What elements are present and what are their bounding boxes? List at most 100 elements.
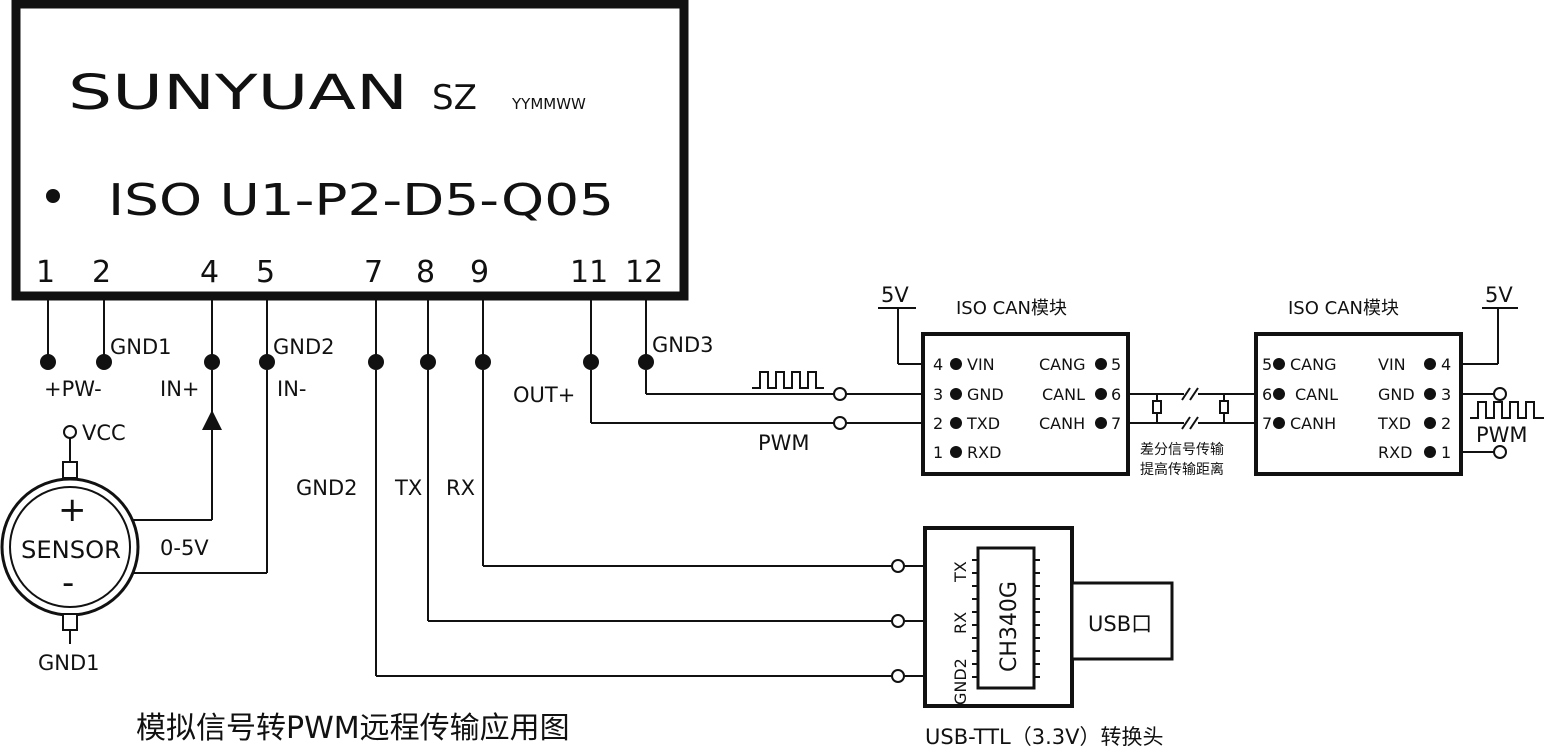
pin-number: 2 (92, 255, 111, 290)
usb-port (1070, 581, 1174, 661)
pin-number: 4 (200, 255, 219, 290)
pwm-right-label: PWM (1476, 423, 1528, 447)
pin-number: 2 (933, 414, 943, 433)
pin-name: TXD (1377, 414, 1411, 433)
pwm-left-label: PWM (758, 431, 810, 455)
power-label: +PW- (44, 377, 102, 401)
pin-number: 7 (1111, 414, 1121, 433)
module-body (11, 0, 689, 301)
pin-number: 11 (570, 255, 608, 290)
diff-note-line1: 差分信号传输 (1140, 442, 1224, 458)
pin-name: GND (967, 385, 1004, 404)
left-5v-label: 5V (881, 283, 909, 307)
gnd-terminal (833, 387, 847, 401)
pin-terminal-dots (40, 354, 654, 370)
pin-number: 4 (933, 355, 943, 374)
out-plus-label: OUT+ (513, 383, 575, 407)
sensor-plus-sign: + (58, 490, 87, 530)
right-5v-label: 5V (1485, 283, 1513, 307)
pin-number: 5 (1111, 355, 1121, 374)
pin-number: 12 (625, 255, 663, 290)
in-minus-label: IN- (277, 377, 306, 401)
pin-name: RXD (1378, 443, 1412, 462)
pin1-indicator-dot (46, 189, 60, 203)
module-brand: SUNYUAN (68, 65, 408, 121)
left-can-left-pins: 4 3 2 1 VIN GND TXD RXD (933, 355, 1004, 462)
adapter-gnd2-label: GND2 (951, 658, 970, 705)
rx-wire-label: RX (446, 476, 475, 500)
ch340g-chip: CH340G (972, 546, 1040, 690)
adapter-tx-terminal (891, 559, 905, 573)
pin-number: 2 (1441, 414, 1451, 433)
pin-number: 1 (36, 255, 55, 290)
pin-name: GND (1378, 385, 1415, 404)
pin-number: 3 (933, 385, 943, 404)
pin-name: CANH (1290, 414, 1336, 433)
cable-break-icon (1181, 387, 1199, 430)
left-can-title: ISO CAN模块 (956, 298, 1067, 319)
adapter-rx-terminal (891, 614, 905, 628)
pwm-waveform-icon (752, 371, 824, 389)
gnd1-label: GND1 (110, 335, 172, 359)
pin-number: 5 (256, 255, 275, 290)
gnd3-label: GND3 (652, 333, 714, 357)
pin-name: RXD (967, 443, 1001, 462)
pin-name: CANG (1039, 355, 1085, 374)
pin-number: 7 (1262, 414, 1272, 433)
module-model: ISO U1-P2-D5-Q05 (108, 175, 614, 226)
gnd2-label: GND2 (273, 335, 335, 359)
adapter-tx-label: TX (951, 561, 970, 583)
pin-number: 7 (364, 255, 383, 290)
diff-note-line2: 提高传输距离 (1140, 461, 1224, 478)
pin-number: 3 (1441, 385, 1451, 404)
pin-number: 1 (933, 443, 943, 462)
pin-name: CANL (1042, 385, 1085, 404)
in-plus-label: IN+ (160, 377, 200, 401)
pin-name: CANL (1295, 385, 1338, 404)
tx-wire-label: TX (394, 476, 422, 500)
termination-resistor-icon (1152, 394, 1162, 423)
pin-number: 6 (1262, 385, 1272, 404)
right-can-title: ISO CAN模块 (1288, 298, 1399, 319)
adapter-rx-label: RX (951, 612, 970, 634)
usb-port-label: USB口 (1088, 612, 1152, 636)
pwm-waveform-icon (1470, 401, 1544, 419)
pin-name: VIN (1378, 355, 1406, 374)
right-rxd-terminal (1493, 445, 1507, 459)
signal-arrow-icon (202, 410, 222, 430)
pin-name: CANG (1290, 355, 1336, 374)
vcc-terminal (63, 425, 77, 439)
chip-label: CH340G (997, 581, 1022, 672)
sensor-bottom-lead (62, 613, 78, 631)
vcc-label: VCC (82, 421, 126, 445)
pwm-terminal (833, 416, 847, 430)
adapter-gnd-terminal (891, 669, 905, 683)
gnd2-wire-label: GND2 (296, 476, 358, 500)
pin-number: 1 (1441, 443, 1451, 462)
right-gnd-terminal (1493, 387, 1507, 401)
sensor-inner-ring (9, 486, 131, 608)
sensor-label: SENSOR (21, 536, 121, 564)
termination-resistor-icon (1219, 394, 1229, 423)
module-series: SZ (432, 78, 477, 118)
pin-number: 9 (470, 255, 489, 290)
left-can-right-pins: CANG CANL CANH 5 6 7 (1039, 355, 1121, 433)
sensor-range-label: 0-5V (160, 536, 209, 560)
pin-name: TXD (966, 414, 1000, 433)
usb-adapter-caption: USB-TTL（3.3V）转换头 (925, 725, 1164, 749)
sensor-minus-sign: - (62, 563, 74, 603)
module-date-code: YYMMWW (511, 95, 586, 113)
pin-name: CANH (1039, 414, 1085, 433)
gnd1-bottom-label: GND1 (38, 651, 100, 675)
pin-leads (47, 300, 647, 362)
right-can-right-pins: VIN GND TXD RXD 4 3 2 1 (1377, 355, 1451, 462)
pin-number: 8 (416, 255, 435, 290)
pin-number: 5 (1262, 355, 1272, 374)
pin-number: 4 (1441, 355, 1451, 374)
sensor-top-lead (62, 461, 78, 479)
pin-number: 6 (1111, 385, 1121, 404)
diagram-title: 模拟信号转PWM远程传输应用图 (136, 711, 570, 746)
right-can-left-pins: 5 6 7 CANG CANL CANH (1262, 355, 1338, 433)
adapter-pin-labels: TX RX GND2 (951, 561, 970, 705)
